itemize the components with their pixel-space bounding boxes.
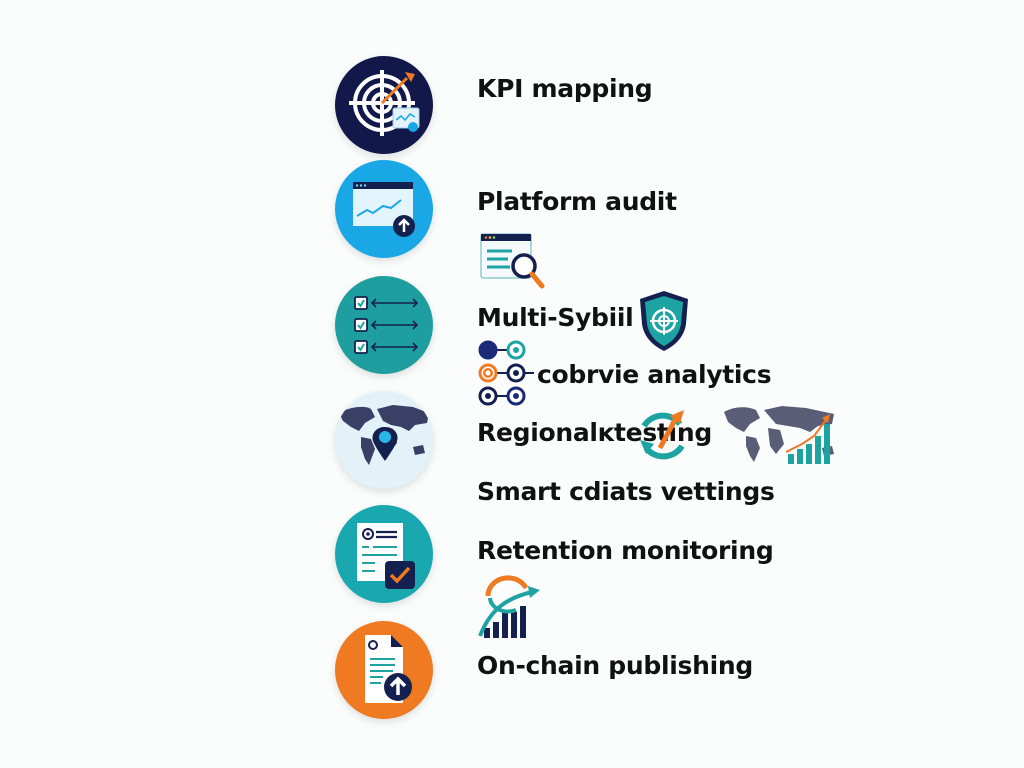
step-label-kpi-mapping: KPI mapping: [477, 74, 653, 103]
step-label-cobrvie-analytics: cobrvie analytics: [537, 360, 772, 389]
on-chain-publishing-badge: [335, 621, 433, 719]
target-arrow-chart-icon: [349, 70, 420, 136]
multi-sybiil-badge: [335, 276, 433, 374]
step-label-retention-monitoring: Retention monitoring: [477, 536, 774, 565]
node-network-icon: [474, 338, 534, 412]
browser-chart-upload-icon: [353, 182, 415, 237]
step-label-on-chain-publishing: On-chain publishing: [477, 651, 753, 680]
browser-search-icon: [478, 231, 560, 293]
step-label-platform-audit: Platform audit: [477, 187, 677, 216]
document-check-icon: [357, 523, 415, 589]
retention-monitoring-badge: [335, 505, 433, 603]
step-label-multi-sybiil: Multi-Sybiil: [477, 303, 634, 332]
world-map-growth-icon: [722, 404, 844, 466]
shield-target-icon: [636, 288, 692, 354]
world-map-pin-icon: [339, 405, 429, 465]
regional-testing-badge: [335, 391, 433, 489]
document-upload-icon: [365, 635, 412, 703]
platform-audit-badge: [335, 160, 433, 258]
kpi-mapping-badge: [335, 56, 433, 154]
growth-cycle-chart-icon: [476, 570, 546, 642]
refresh-arrow-icon: [632, 404, 694, 468]
step-label-smart-cdiats-vettings: Smart cdiats vettings: [477, 477, 775, 506]
checklist-arrows-icon: [354, 296, 419, 354]
